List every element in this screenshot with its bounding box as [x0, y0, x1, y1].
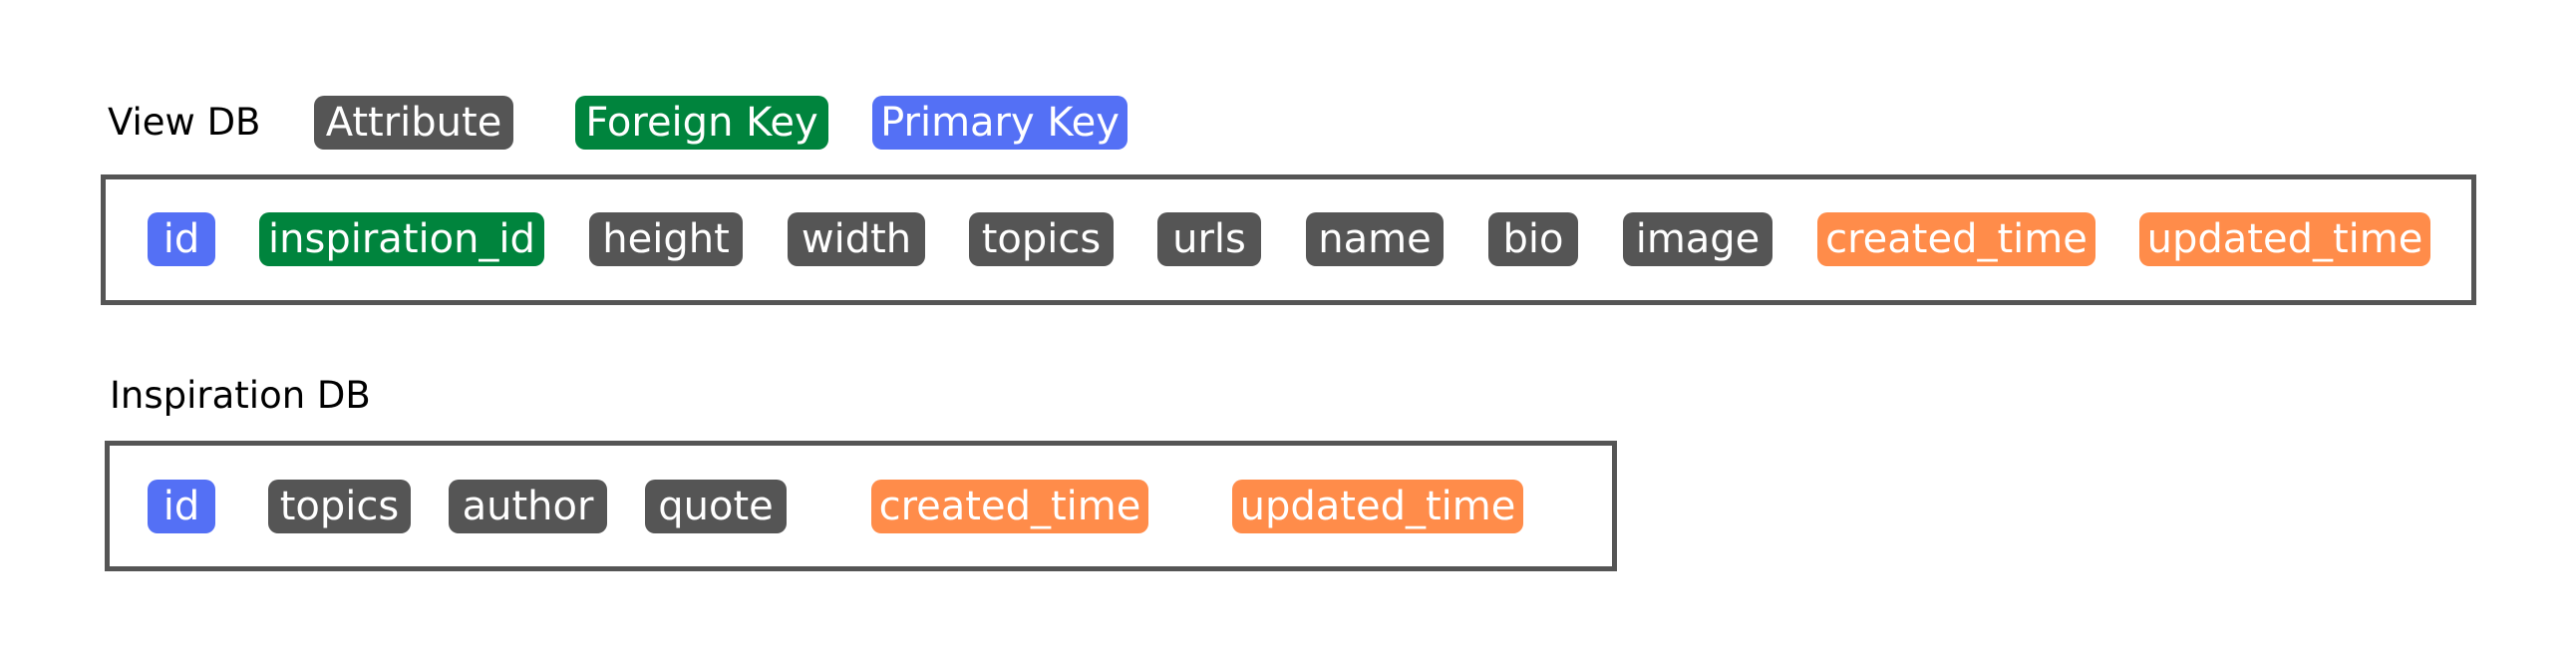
view-db-field-width: width — [788, 212, 925, 266]
legend-primary-key: Primary Key — [872, 96, 1127, 150]
inspiration-db-field-quote: quote — [645, 480, 787, 533]
view-db-field-name: name — [1306, 212, 1444, 266]
legend-attribute: Attribute — [314, 96, 513, 150]
view-db-field-urls: urls — [1157, 212, 1261, 266]
view-db-title: View DB — [108, 101, 261, 144]
inspiration-db-field-id: id — [148, 480, 215, 533]
inspiration-db-field-topics: topics — [268, 480, 411, 533]
view-db-field-inspiration-id: inspiration_id — [259, 212, 544, 266]
view-db-field-height: height — [589, 212, 743, 266]
view-db-field-updated-time: updated_time — [2139, 212, 2430, 266]
inspiration-db-field-author: author — [449, 480, 607, 533]
view-db-field-id: id — [148, 212, 215, 266]
inspiration-db-field-updated-time: updated_time — [1232, 480, 1523, 533]
view-db-table — [101, 174, 2476, 305]
view-db-field-created-time: created_time — [1817, 212, 2095, 266]
view-db-field-bio: bio — [1488, 212, 1578, 266]
view-db-field-topics: topics — [969, 212, 1114, 266]
inspiration-db-table — [105, 441, 1617, 571]
inspiration-db-field-created-time: created_time — [871, 480, 1148, 533]
view-db-field-image: image — [1623, 212, 1772, 266]
inspiration-db-title: Inspiration DB — [110, 374, 371, 417]
legend-foreign-key: Foreign Key — [575, 96, 828, 150]
